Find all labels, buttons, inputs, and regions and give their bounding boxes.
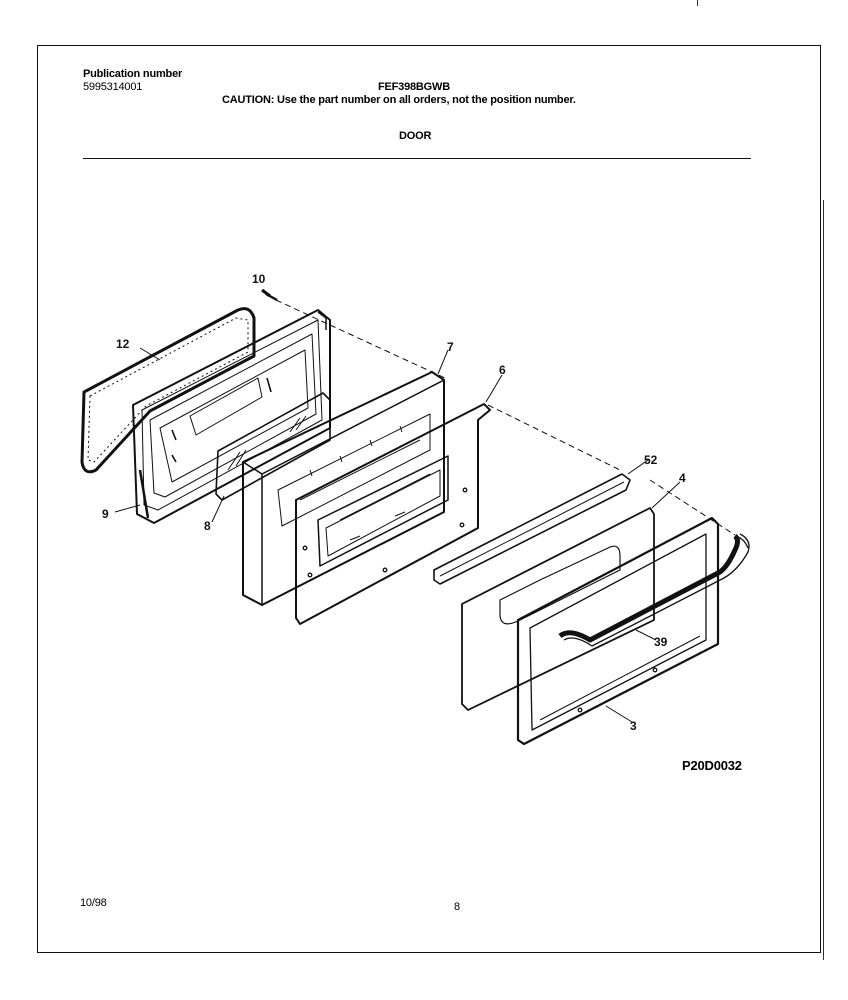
part-6-inner-panel [295,403,491,625]
callout-39: 39 [654,635,668,649]
part-39-handle [558,533,750,647]
scan-edge-line [823,200,824,960]
part-10-screw [261,288,278,302]
caution-note: CAUTION: Use the part number on all orde… [222,94,576,106]
part-8-window-glass [215,392,331,501]
section-title: DOOR [399,130,432,142]
publication-label: Publication number [83,68,183,80]
callout-7: 7 [447,340,454,354]
part-52-trim-strip [433,473,631,585]
publication-number: 5995314001 [83,81,143,93]
page-number: 8 [454,901,460,913]
header-rule [83,158,751,159]
callout-12: 12 [116,337,130,351]
part-9-inner-liner [132,309,331,524]
leader-lines [114,347,681,723]
part-4-door-glass [461,507,655,711]
callout-10: 10 [252,272,266,286]
callout-6: 6 [499,363,506,377]
alignment-lines [275,299,736,536]
part-7-door-frame [242,371,445,606]
callout-3: 3 [630,719,637,733]
callout-52: 52 [644,453,658,467]
diagram-reference-code: P20D0032 [682,758,742,773]
scan-mark [697,0,698,6]
callout-8: 8 [204,519,211,533]
callout-9: 9 [102,507,109,521]
part-12-gasket [80,307,256,474]
callout-4: 4 [679,471,686,485]
page-frame [37,45,821,953]
part-3-outer-frame [516,516,720,746]
model-number: FEF398BGWB [378,81,450,93]
footer-date: 10/98 [80,897,107,909]
